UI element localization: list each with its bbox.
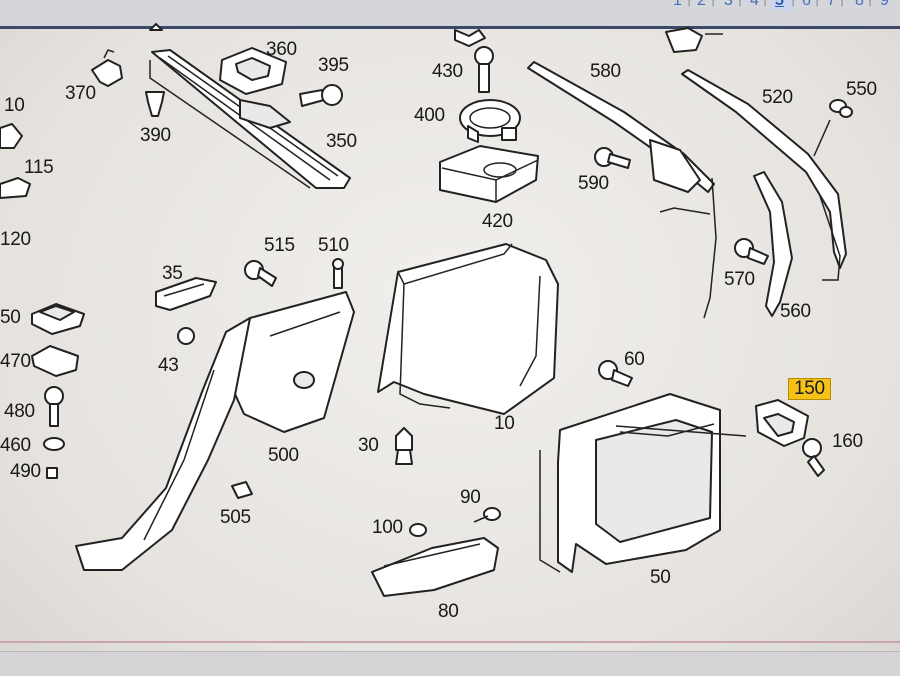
page-separator: | [815, 0, 819, 8]
page-separator: | [738, 0, 742, 8]
page-separator: | [711, 0, 715, 8]
part-number-label[interactable]: 10 [4, 95, 25, 116]
part-number-label[interactable]: 120 [0, 229, 31, 250]
part-500-panel [75, 291, 355, 571]
part-35-handle [155, 277, 217, 311]
part-number-label[interactable]: 470 [0, 351, 31, 372]
part-350-sill [149, 49, 351, 189]
left-column-parts [0, 123, 85, 479]
page-link-4[interactable]: 4 [750, 0, 759, 9]
part-30-bolt [395, 427, 413, 465]
page-separator: | [763, 0, 767, 8]
part-number-label[interactable]: 420 [482, 211, 513, 232]
active-page-highlight [771, 0, 793, 10]
part-number-label[interactable]: 90 [460, 487, 481, 508]
part-510-stud [332, 258, 344, 289]
part-580-trim [527, 61, 717, 319]
page-link-2[interactable]: 2 [697, 0, 706, 9]
part-590-screw [594, 147, 631, 169]
part-number-label[interactable]: 460 [0, 435, 31, 456]
part-number-label[interactable]: 510 [318, 235, 349, 256]
page-link-7[interactable]: 7 [827, 0, 836, 9]
part-number-label[interactable]: 395 [318, 55, 349, 76]
part-520-trim [681, 69, 847, 281]
part-number-label[interactable]: 430 [432, 61, 463, 82]
part-number-label[interactable]: 490 [10, 461, 41, 482]
part-43-plug [177, 327, 195, 345]
header-divider [0, 26, 900, 29]
part-number-label-highlighted[interactable]: 150 [788, 378, 831, 400]
part-number-label[interactable]: 350 [326, 131, 357, 152]
part-10-liner [377, 243, 559, 415]
page-link-6[interactable]: 6 [802, 0, 811, 9]
part-number-label[interactable]: 100 [372, 517, 403, 538]
part-number-label[interactable]: 360 [266, 39, 297, 60]
part-number-label[interactable]: 160 [832, 431, 863, 452]
page-link-9[interactable]: 9 [880, 0, 889, 9]
part-550-clip [813, 99, 853, 157]
top-partial-parts [149, 23, 723, 53]
page-separator: | [791, 0, 795, 8]
page-separator: | [868, 0, 872, 8]
part-505-clip [231, 481, 253, 499]
header-bar: 1 | 2 | 3 | 4 | 5 | 6 | 7 | 8 | 9 [0, 0, 900, 28]
part-160-screw [802, 438, 825, 477]
part-number-label[interactable]: 520 [762, 87, 793, 108]
part-400-ring [459, 99, 521, 143]
page-link-5-active[interactable]: 5 [775, 0, 784, 9]
part-100-nut [409, 523, 427, 537]
footer-divider [0, 651, 900, 652]
part-number-label[interactable]: 10 [494, 413, 515, 434]
part-number-label[interactable]: 390 [140, 125, 171, 146]
part-370-clip [91, 49, 123, 87]
footer-strip [0, 652, 900, 676]
part-number-label[interactable]: 505 [220, 507, 251, 528]
part-560-trim [753, 171, 793, 317]
part-number-label[interactable]: 50 [0, 307, 21, 328]
page-link-1[interactable]: 1 [673, 0, 682, 9]
part-570-screw [734, 238, 769, 265]
part-number-label[interactable]: 50 [650, 567, 671, 588]
part-number-label[interactable]: 560 [780, 301, 811, 322]
part-number-label[interactable]: 480 [4, 401, 35, 422]
part-number-label[interactable]: 515 [264, 235, 295, 256]
part-number-label[interactable]: 570 [724, 269, 755, 290]
part-number-label[interactable]: 580 [590, 61, 621, 82]
page-link-8[interactable]: 8 [855, 0, 864, 9]
part-430-bolt [474, 46, 494, 93]
part-number-label[interactable]: 30 [358, 435, 379, 456]
part-50-housing [539, 393, 747, 573]
part-80-tray [371, 515, 499, 597]
part-number-label[interactable]: 60 [624, 349, 645, 370]
footer-divider [0, 641, 900, 643]
part-number-label[interactable]: 500 [268, 445, 299, 466]
part-390-pushpin [145, 91, 165, 117]
part-395-screw [299, 84, 343, 107]
part-60-screw [598, 360, 633, 387]
part-420-holder [439, 145, 539, 203]
part-number-label[interactable]: 80 [438, 601, 459, 622]
part-90-nut [483, 507, 501, 521]
part-150-bracket [755, 399, 809, 447]
part-number-label[interactable]: 115 [24, 157, 54, 178]
page-separator: | [687, 0, 691, 8]
part-number-label[interactable]: 400 [414, 105, 445, 126]
part-number-label[interactable]: 370 [65, 83, 96, 104]
page-separator: | [840, 0, 844, 8]
part-number-label[interactable]: 43 [158, 355, 179, 376]
part-number-label[interactable]: 590 [578, 173, 609, 194]
part-360-bracket [219, 47, 287, 95]
page-link-3[interactable]: 3 [724, 0, 733, 9]
part-515-screw [244, 260, 277, 287]
part-number-label[interactable]: 35 [162, 263, 183, 284]
part-number-label[interactable]: 550 [846, 79, 877, 100]
